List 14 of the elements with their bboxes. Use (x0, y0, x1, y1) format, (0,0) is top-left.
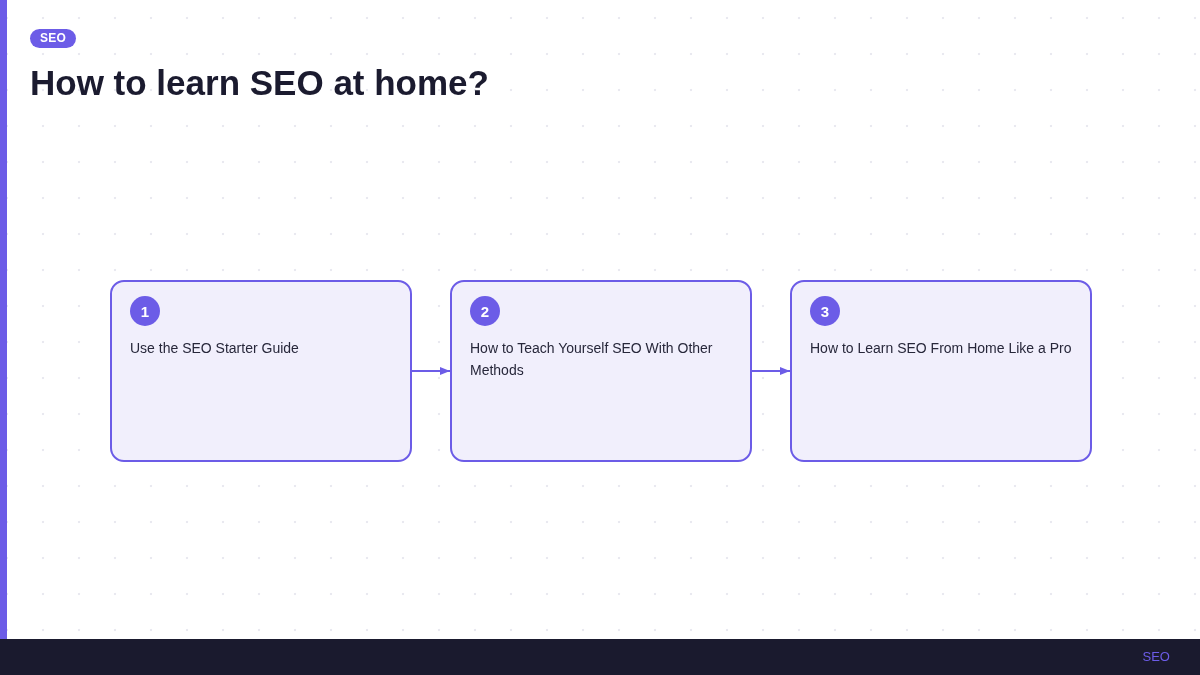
topic-tag: SEO (30, 29, 77, 48)
arrow (751, 367, 791, 375)
step-card (450, 280, 752, 462)
step-card (110, 280, 412, 462)
step-text: How to Learn SEO From Home Like a Pro (810, 339, 1072, 358)
step-number: 2 (470, 296, 500, 326)
step-card (790, 280, 1092, 462)
step-number: 3 (810, 296, 840, 326)
step-text: How to Teach Yourself SEO With Other Methods (470, 339, 714, 380)
step-number: 1 (130, 296, 160, 326)
arrow (411, 367, 451, 375)
title: How to learn SEO at home? (30, 62, 489, 104)
step-text: Use the SEO Starter Guide (130, 339, 300, 358)
footer-topic: SEO (1142, 648, 1170, 666)
